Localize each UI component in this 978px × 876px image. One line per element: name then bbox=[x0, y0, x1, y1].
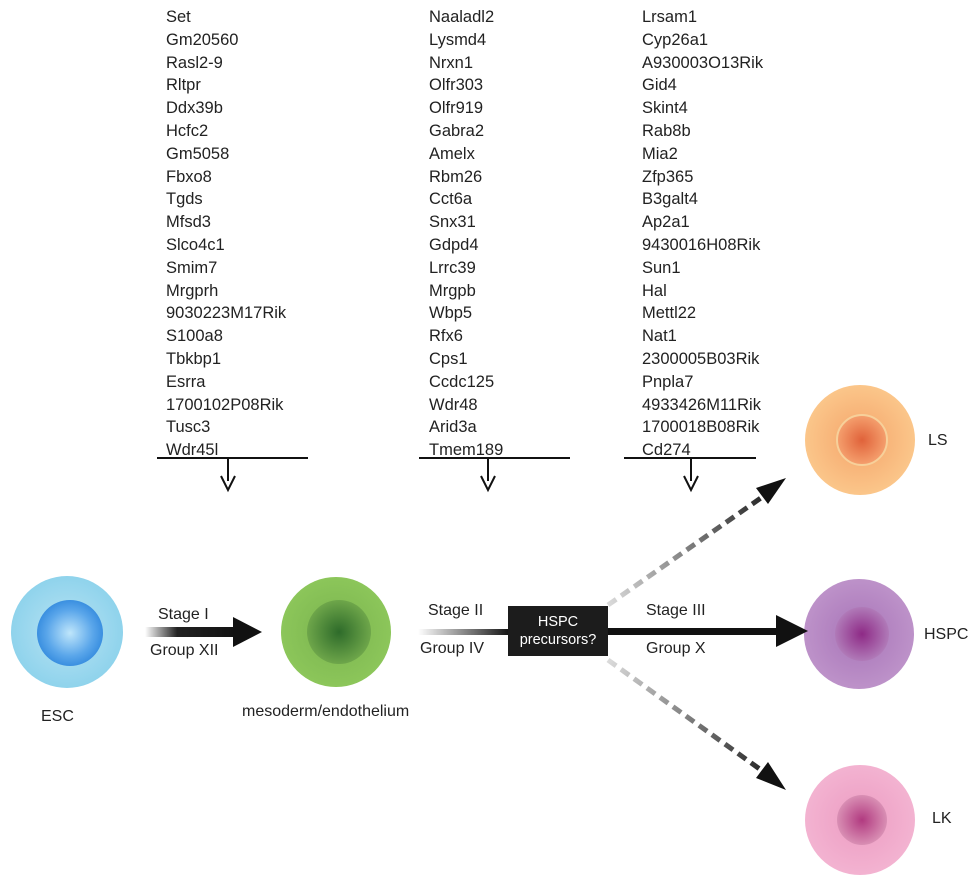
gene-item: Cd274 bbox=[642, 441, 691, 460]
esc-cell bbox=[11, 576, 123, 688]
group-xii-label: Group XII bbox=[150, 642, 219, 659]
gene-item: Pnpla7 bbox=[642, 372, 694, 391]
stage3-arrow bbox=[606, 615, 808, 647]
gene-item: 2300005B03Rik bbox=[642, 349, 760, 368]
gene-item: Tbkbp1 bbox=[166, 349, 222, 368]
gene-item: Tgds bbox=[166, 190, 203, 209]
gene-item: S100a8 bbox=[166, 327, 223, 346]
gene-item: Set bbox=[166, 8, 191, 26]
stage3-label: Stage III bbox=[646, 602, 706, 619]
gene-item: Wbp5 bbox=[429, 304, 473, 323]
gene-item: Tmem189 bbox=[429, 441, 504, 460]
gene-item: Olfr303 bbox=[429, 76, 484, 95]
gene-item: Wdr48 bbox=[429, 395, 478, 414]
gene-item: Cyp26a1 bbox=[642, 30, 709, 49]
lk-dashed-arrow bbox=[606, 657, 786, 790]
stage2-label: Stage II bbox=[428, 602, 484, 619]
gene-item: A930003O13Rik bbox=[642, 53, 764, 72]
gene-item: Cct6a bbox=[429, 190, 473, 209]
gene-item: 4933426M11Rik bbox=[642, 395, 761, 414]
gene-item: Mia2 bbox=[642, 144, 678, 163]
gene-item: Hcfc2 bbox=[166, 121, 209, 140]
mesoderm-cell bbox=[281, 577, 391, 687]
group-iv-underline bbox=[419, 457, 570, 493]
gene-item: Smim7 bbox=[166, 258, 218, 277]
gene-item: Ddx39b bbox=[166, 99, 223, 118]
gene-item: Gabra2 bbox=[429, 121, 485, 140]
gene-item: Olfr919 bbox=[429, 99, 484, 118]
gene-item: 1700102P08Rik bbox=[166, 395, 284, 414]
gene-item: Gm20560 bbox=[166, 30, 239, 49]
gene-item: Tusc3 bbox=[166, 418, 211, 437]
stage1-arrow bbox=[145, 617, 262, 647]
gene-item: 9030223M17Rik bbox=[166, 304, 287, 323]
group-iv-label: Group IV bbox=[420, 640, 485, 657]
gene-item: Sun1 bbox=[642, 258, 681, 277]
ls-cell bbox=[805, 385, 915, 495]
gene-item: Rbm26 bbox=[429, 167, 483, 186]
gene-item: Gid4 bbox=[642, 76, 677, 95]
gene-item: Mfsd3 bbox=[166, 213, 211, 232]
gene-item: Gm5058 bbox=[166, 144, 230, 163]
gene-item: Amelx bbox=[429, 144, 475, 163]
ls-label: LS bbox=[928, 432, 948, 449]
lk-label: LK bbox=[932, 810, 952, 827]
gene-item: Fbxo8 bbox=[166, 167, 212, 186]
gene-item: Zfp365 bbox=[642, 167, 694, 186]
gene-item: Rab8b bbox=[642, 121, 691, 140]
gene-item: Esrra bbox=[166, 372, 206, 391]
group-xii-underline bbox=[157, 457, 308, 493]
gene-item: Nat1 bbox=[642, 327, 677, 346]
hspc-cell bbox=[804, 579, 914, 689]
gene-item: Arid3a bbox=[429, 418, 477, 437]
gene-item: Gdpd4 bbox=[429, 235, 479, 254]
gene-item: Naaladl2 bbox=[429, 8, 495, 26]
lk-cell bbox=[805, 765, 915, 875]
hspc-precursors-box: HSPC precursors? bbox=[508, 606, 608, 656]
gene-item: Rltpr bbox=[166, 76, 201, 95]
gene-item: Rasl2-9 bbox=[166, 53, 223, 72]
gene-item: B3galt4 bbox=[642, 190, 698, 209]
gene-item: 1700018B08Rik bbox=[642, 418, 760, 437]
gene-item: Lrsam1 bbox=[642, 8, 698, 26]
gene-item: Skint4 bbox=[642, 99, 688, 118]
hspc-precursors-line1: HSPC bbox=[537, 614, 579, 630]
esc-label: ESC bbox=[41, 708, 74, 725]
gene-item: Hal bbox=[642, 281, 667, 300]
gene-item: Cps1 bbox=[429, 349, 468, 368]
mesoderm-label: mesoderm/endothelium bbox=[242, 703, 410, 720]
stage1-label: Stage I bbox=[158, 606, 209, 623]
ls-dashed-arrow bbox=[606, 478, 786, 608]
gene-item: Nrxn1 bbox=[429, 53, 474, 72]
gene-item: 9430016H08Rik bbox=[642, 235, 761, 254]
gene-item: Rfx6 bbox=[429, 327, 463, 346]
hspc-precursors-line2: precursors? bbox=[519, 632, 597, 648]
gene-item: Ccdc125 bbox=[429, 372, 495, 391]
stage2-arrow bbox=[418, 629, 510, 635]
group-x-label: Group X bbox=[646, 640, 706, 657]
gene-item: Snx31 bbox=[429, 213, 476, 232]
gene-item: Mrgpb bbox=[429, 281, 476, 300]
gene-item: Mrgprh bbox=[166, 281, 219, 300]
gene-item: Slco4c1 bbox=[166, 235, 225, 254]
gene-item: Mettl22 bbox=[642, 304, 697, 323]
gene-item: Wdr45l bbox=[166, 441, 219, 460]
gene-item: Ap2a1 bbox=[642, 213, 690, 232]
group-x-underline bbox=[624, 457, 756, 493]
gene-item: Lysmd4 bbox=[429, 30, 487, 49]
hspc-label: HSPC bbox=[924, 626, 969, 643]
gene-item: Lrrc39 bbox=[429, 258, 476, 277]
